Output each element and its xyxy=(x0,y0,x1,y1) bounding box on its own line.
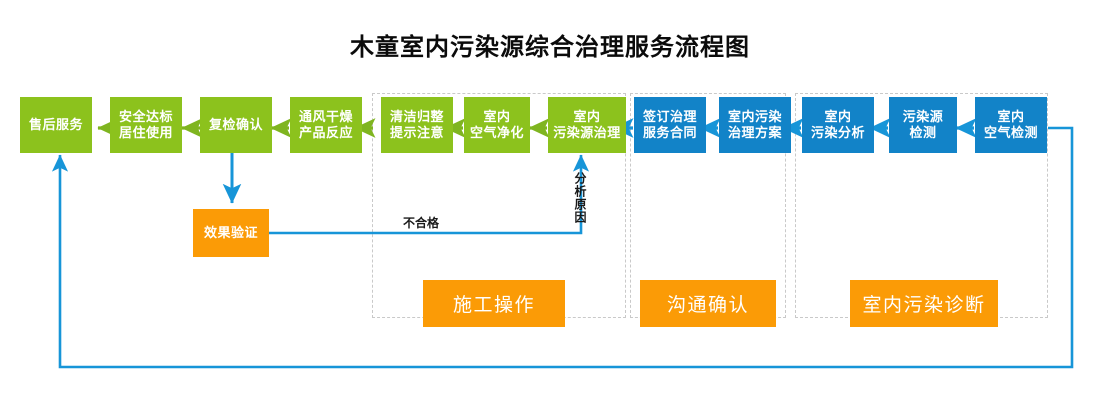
node-indoor-pollution-analysis[interactable]: 室内 污染分析 xyxy=(802,97,874,153)
node-indoor-pollution-plan[interactable]: 室内污染 治理方案 xyxy=(719,97,791,153)
stage-communication-label: 沟通确认 xyxy=(666,295,749,316)
node-indoor-source-treat-label: 室内 污染源治理 xyxy=(553,109,621,140)
node-safe-standard-living[interactable]: 安全达标 居住使用 xyxy=(110,97,182,153)
stage-construction[interactable]: 施工操作 xyxy=(423,280,565,327)
node-clean-tidy-notice[interactable]: 清洁归整 提示注意 xyxy=(381,97,453,153)
node-recheck-confirm[interactable]: 复检确认 xyxy=(200,97,272,153)
node-sign-service-contract[interactable]: 签订治理 服务合同 xyxy=(634,97,706,153)
node-pollution-source-test[interactable]: 污染源 检测 xyxy=(889,97,957,153)
stage-construction-label: 施工操作 xyxy=(452,295,535,316)
node-after-sales-label: 售后服务 xyxy=(28,117,83,132)
node-indoor-pollution-plan-label: 室内污染 治理方案 xyxy=(727,109,782,140)
node-effect-verification-label: 效果验证 xyxy=(203,225,258,240)
edge-label-unqualified: 不合格 xyxy=(403,216,440,230)
node-indoor-source-treat[interactable]: 室内 污染源治理 xyxy=(548,97,626,153)
page-title: 木童室内污染源综合治理服务流程图 xyxy=(350,34,750,61)
node-clean-tidy-notice-label: 清洁归整 提示注意 xyxy=(389,109,444,140)
node-indoor-air-test[interactable]: 室内 空气检测 xyxy=(975,97,1047,153)
node-indoor-air-purify-label: 室内 空气净化 xyxy=(469,109,524,140)
stage-diagnosis[interactable]: 室内污染诊断 xyxy=(850,280,998,327)
node-indoor-pollution-analysis-label: 室内 污染分析 xyxy=(810,109,865,140)
node-ventilate-dry-product-label: 通风干燥 产品反应 xyxy=(298,109,353,140)
node-effect-verification[interactable]: 效果验证 xyxy=(193,209,269,257)
node-pollution-source-test-label: 污染源 检测 xyxy=(902,109,944,140)
node-ventilate-dry-product[interactable]: 通风干燥 产品反应 xyxy=(290,97,362,153)
stage-communication[interactable]: 沟通确认 xyxy=(640,280,776,327)
node-sign-service-contract-label: 签订治理 服务合同 xyxy=(642,109,697,140)
node-safe-standard-living-label: 安全达标 居住使用 xyxy=(118,109,173,140)
edge-label-analyze-cause: 分析原因 xyxy=(573,172,587,224)
node-indoor-air-purify[interactable]: 室内 空气净化 xyxy=(464,97,530,153)
node-indoor-air-test-label: 室内 空气检测 xyxy=(983,109,1038,140)
stage-diagnosis-label: 室内污染诊断 xyxy=(862,295,986,316)
node-after-sales[interactable]: 售后服务 xyxy=(20,97,92,153)
node-recheck-confirm-label: 复检确认 xyxy=(208,117,263,132)
